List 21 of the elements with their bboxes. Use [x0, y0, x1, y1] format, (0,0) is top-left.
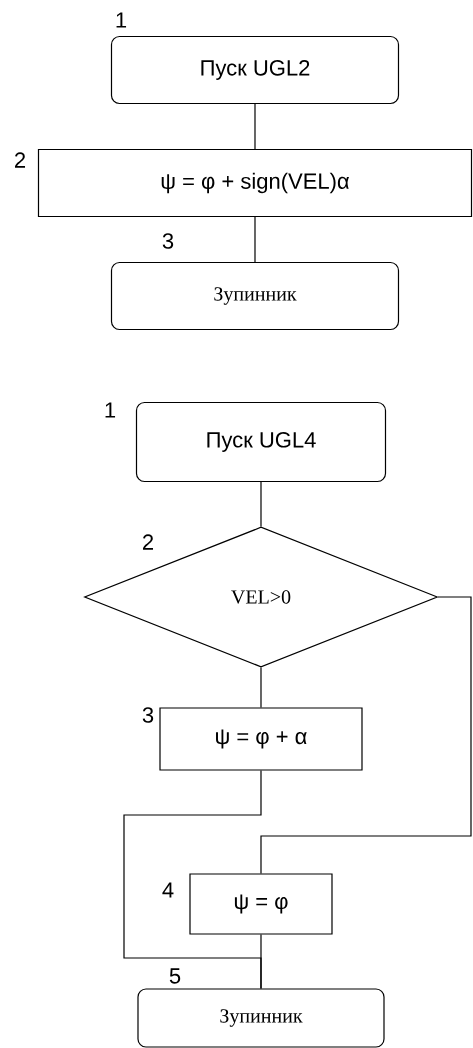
process-box: ψ = φ + α	[159, 707, 363, 771]
connector-line	[260, 596, 472, 874]
process-box: ψ = φ + sign(VEL)α	[37, 148, 473, 218]
terminal-box: Пуск UGL4	[135, 401, 387, 483]
terminal-box: Зупинник	[110, 261, 400, 331]
connector-line	[254, 103, 256, 150]
step-number: 1	[116, 12, 127, 28]
connector-line	[254, 216, 256, 263]
terminal-box: Зупинник	[137, 988, 385, 1048]
connector-line	[260, 481, 262, 527]
connector-line	[260, 934, 262, 989]
connector-line	[260, 667, 262, 708]
step-number: 2	[143, 534, 153, 550]
step-number: 3	[142, 707, 154, 723]
terminal-box: Пуск UGL2	[110, 35, 400, 105]
process-box: ψ = φ	[189, 873, 333, 935]
step-number: 1	[105, 402, 116, 418]
step-number: 2	[15, 152, 25, 168]
step-number: 4	[162, 882, 174, 898]
step-number: 3	[162, 233, 174, 249]
step-number: 5	[169, 968, 181, 984]
